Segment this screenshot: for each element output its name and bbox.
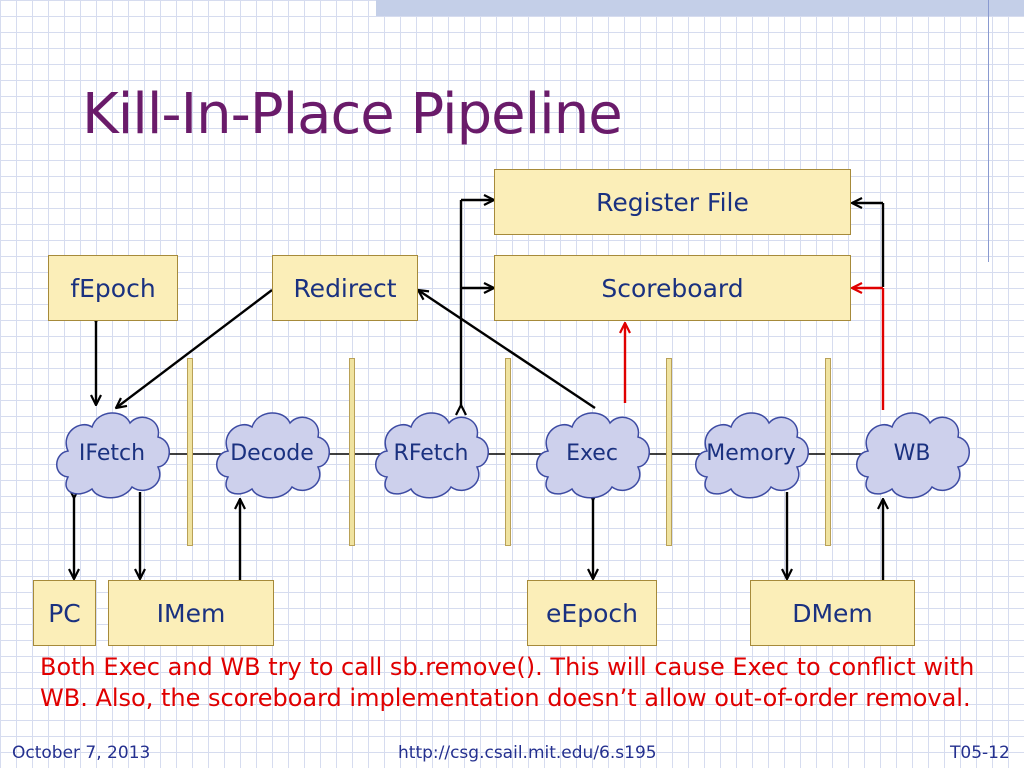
footer-url: http://csg.csail.mit.edu/6.s195: [398, 743, 657, 763]
stage-wb: WB: [848, 403, 976, 503]
cloud-shape: [856, 412, 970, 499]
pipeline-register: [825, 358, 831, 546]
stage-label: WB: [893, 440, 931, 466]
stage-ifetch: IFetch: [48, 403, 176, 503]
cloud-shape: [216, 412, 330, 499]
conflict-note: Both Exec and WB try to call sb.remove()…: [40, 653, 975, 712]
stage-label: Memory: [706, 440, 796, 466]
decoration-line: [988, 0, 989, 262]
stage-memory: Memory: [687, 403, 815, 503]
stage-label: Decode: [230, 440, 314, 466]
fepoch-box: fEpoch: [48, 255, 178, 321]
imem-box: IMem: [108, 580, 274, 646]
scoreboard-box: Scoreboard: [494, 255, 851, 321]
eepoch-box: eEpoch: [527, 580, 657, 646]
footer-date: October 7, 2013: [12, 743, 151, 763]
redirect-to-ifetch-arrow: [116, 289, 273, 408]
footer-slide-number: T05-12: [950, 743, 1010, 763]
cloud-shape: [695, 412, 809, 499]
register-file-box: Register File: [494, 169, 851, 235]
cloud-shape: [375, 412, 489, 499]
cloud-shape: [536, 412, 650, 499]
pipeline-register: [349, 358, 355, 546]
pipeline-register: [187, 358, 193, 546]
stage-label: Exec: [566, 440, 618, 466]
stage-rfetch: RFetch: [367, 403, 495, 503]
stage-label: IFetch: [78, 440, 146, 466]
cloud-shape: [56, 412, 170, 499]
exec-to-redirect-arrow: [418, 290, 596, 409]
stage-label: RFetch: [393, 440, 469, 466]
stage-exec: Exec: [528, 403, 656, 503]
title-decoration-band: [376, 0, 1024, 16]
slide-title: Kill-In-Place Pipeline: [82, 82, 623, 147]
pipeline-register: [505, 358, 511, 546]
pipeline-register: [666, 358, 672, 546]
redirect-box: Redirect: [272, 255, 418, 321]
pc-box: PC: [33, 580, 96, 646]
dmem-box: DMem: [750, 580, 915, 646]
stage-decode: Decode: [208, 403, 336, 503]
